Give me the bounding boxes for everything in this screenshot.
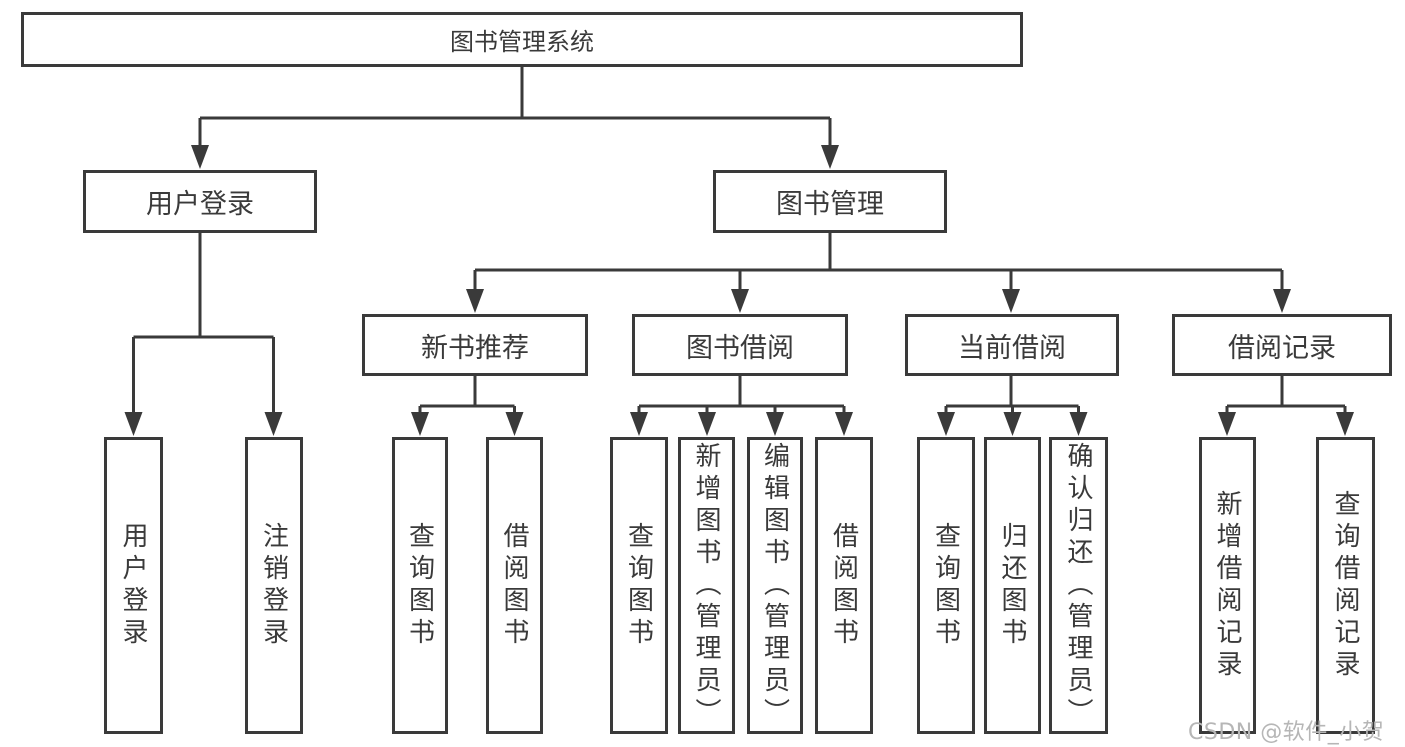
leaf-records-query-record: 查询借阅记录	[1316, 437, 1375, 734]
leaf-current-confirm-return-admin: 确认归还（管理员）	[1049, 437, 1108, 734]
node-book-borrow: 图书借阅	[632, 314, 848, 376]
leaf-borrow-borrow-books: 借阅图书	[815, 437, 873, 734]
leaf-borrow-query-books: 查询图书	[610, 437, 668, 734]
leaf-records-add-record: 新增借阅记录	[1199, 437, 1256, 734]
leaf-current-return-books: 归还图书	[984, 437, 1041, 734]
node-borrow-records: 借阅记录	[1172, 314, 1392, 376]
leaf-current-query-books: 查询图书	[917, 437, 975, 734]
csdn-watermark: CSDN @软件_小贺同学	[1188, 720, 1385, 745]
node-book-management: 图书管理	[713, 170, 947, 233]
node-current-borrow: 当前借阅	[905, 314, 1119, 376]
leaf-recommend-borrow-books: 借阅图书	[486, 437, 543, 734]
node-user-login: 用户登录	[83, 170, 317, 233]
leaf-logout: 注销登录	[245, 437, 303, 734]
leaf-user-login: 用户登录	[104, 437, 163, 734]
leaf-borrow-add-books-admin: 新增图书（管理员）	[678, 437, 735, 734]
leaf-borrow-edit-books-admin: 编辑图书（管理员）	[747, 437, 803, 734]
node-new-book-recommend: 新书推荐	[362, 314, 588, 376]
arrowheads	[124, 145, 1354, 436]
leaf-recommend-query-books: 查询图书	[392, 437, 448, 734]
node-system-root: 图书管理系统	[21, 12, 1023, 67]
